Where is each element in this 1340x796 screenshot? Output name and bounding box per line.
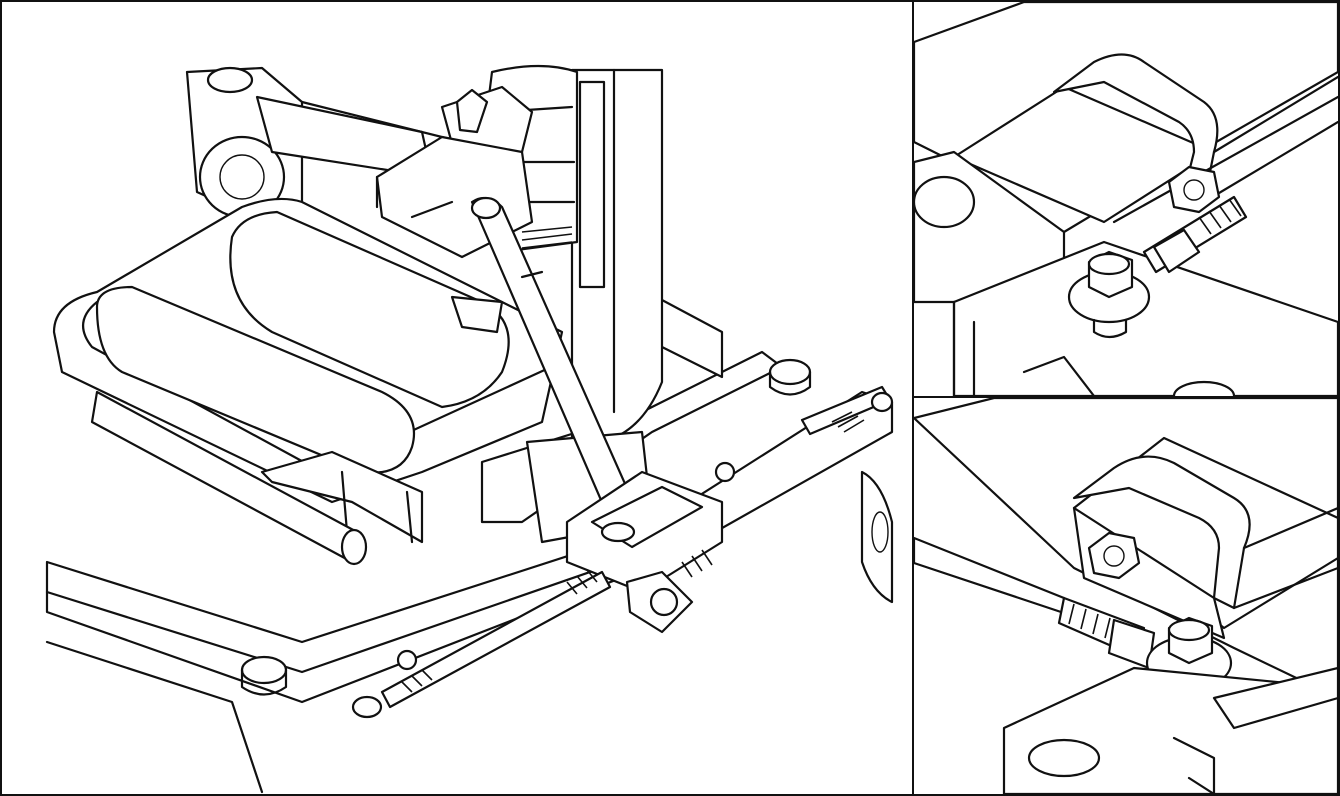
frame-bolt-caps <box>240 358 812 719</box>
hex-nut-top <box>1167 165 1221 214</box>
handle-bar <box>90 390 368 566</box>
threaded-rod-top <box>1142 195 1248 274</box>
footplate <box>52 197 564 544</box>
hex-bolt-top <box>1067 250 1151 339</box>
detail-bottom-drawing <box>914 398 1338 794</box>
main-assembly-drawing <box>45 64 894 794</box>
threaded-rod-bottom <box>1057 596 1156 670</box>
actuator-rod <box>470 196 644 539</box>
front-caster-wheel <box>860 470 894 604</box>
tie-rod-front <box>800 385 894 436</box>
main-assembly-panel <box>0 0 914 796</box>
actuator-motor-housing <box>375 64 579 334</box>
detail-top-drawing <box>914 2 1338 396</box>
hex-nut-bottom <box>1087 531 1141 580</box>
tie-rod-rear <box>380 461 736 709</box>
detail-panel-top <box>912 0 1340 398</box>
detail-panel-bottom <box>912 396 1340 796</box>
actuator-mount-bracket <box>565 470 724 634</box>
